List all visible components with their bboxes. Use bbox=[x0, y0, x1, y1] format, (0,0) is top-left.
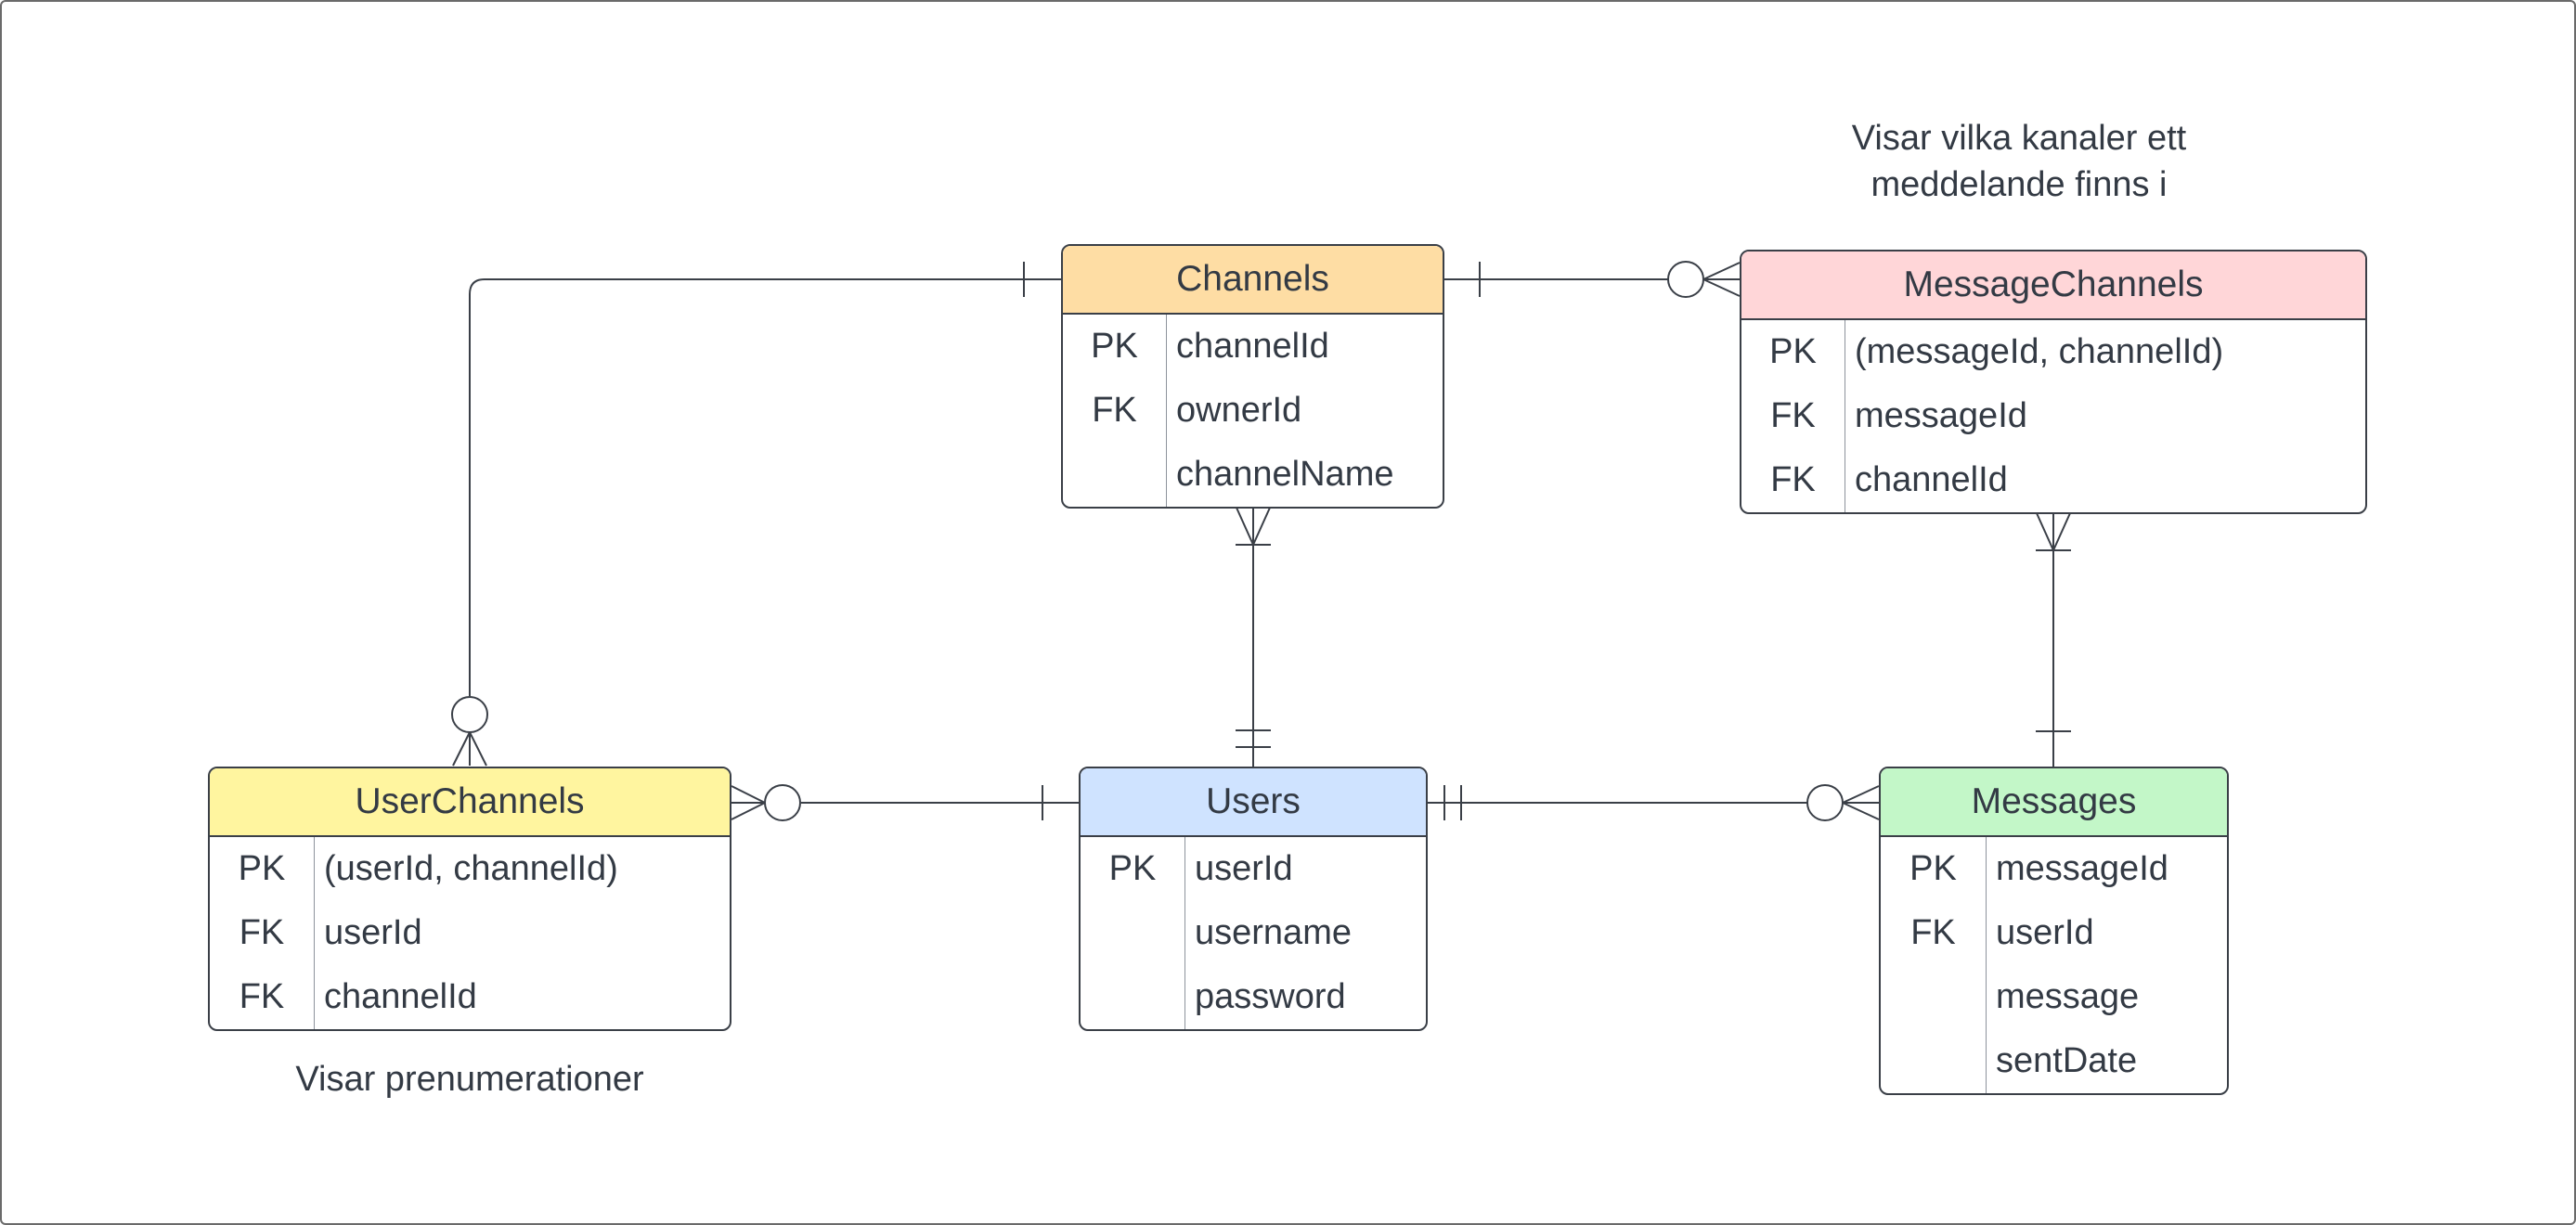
relation-channels-messagechannels bbox=[1443, 261, 1741, 298]
relation-users-channels bbox=[1236, 507, 1271, 767]
key-label: FK bbox=[1770, 396, 1816, 435]
attribute-name: password bbox=[1195, 977, 1346, 1016]
attribute-name: messageId bbox=[1855, 396, 2027, 435]
attribute-name: ownerId bbox=[1176, 391, 1302, 430]
attribute-name: (messageId, channelId) bbox=[1855, 332, 2224, 371]
attribute-row: FK channelId bbox=[1741, 448, 2365, 512]
entity-message-channels[interactable]: MessageChannels PK (messageId, channelId… bbox=[1740, 250, 2367, 514]
attribute-row: FK channelId bbox=[210, 965, 730, 1029]
key-label: FK bbox=[1770, 460, 1816, 499]
attribute-list: PK messageId FK userId message sentDate bbox=[1881, 837, 2227, 1093]
attribute-name: sentDate bbox=[1996, 1041, 2138, 1080]
entity-users[interactable]: Users PK userId username password bbox=[1079, 767, 1428, 1031]
attribute-name: channelName bbox=[1176, 455, 1394, 494]
key-label: FK bbox=[1092, 391, 1137, 430]
key-label: PK bbox=[238, 849, 286, 888]
attribute-list: PK channelId FK ownerId channelName bbox=[1063, 315, 1443, 507]
attribute-name: userId bbox=[1996, 913, 2094, 952]
attribute-name: channelId bbox=[1855, 460, 2008, 499]
key-label: FK bbox=[239, 913, 285, 952]
attribute-list: PK userId username password bbox=[1081, 837, 1426, 1029]
relation-messages-messagechannels bbox=[2036, 512, 2071, 767]
entity-title: UserChannels bbox=[210, 768, 730, 837]
attribute-row: FK messageId bbox=[1741, 384, 2365, 448]
attribute-row: channelName bbox=[1063, 443, 1443, 507]
attribute-name: message bbox=[1996, 977, 2140, 1016]
attribute-name: userId bbox=[324, 913, 422, 952]
attribute-list: PK (userId, channelId) FK userId FK chan… bbox=[210, 837, 730, 1029]
key-label: FK bbox=[239, 977, 285, 1016]
entity-title: Channels bbox=[1063, 246, 1443, 315]
attribute-row: PK channelId bbox=[1063, 315, 1443, 379]
attribute-row: sentDate bbox=[1881, 1029, 2227, 1093]
attribute-row: username bbox=[1081, 901, 1426, 965]
attribute-name: messageId bbox=[1996, 849, 2168, 888]
attribute-row: FK userId bbox=[1881, 901, 2227, 965]
entity-title: Users bbox=[1081, 768, 1426, 837]
attribute-row: PK (messageId, channelId) bbox=[1741, 320, 2365, 384]
key-label: PK bbox=[1909, 849, 1957, 888]
entity-user-channels[interactable]: UserChannels PK (userId, channelId) FK u… bbox=[208, 767, 731, 1031]
note-user-channels: Visar prenumerationer bbox=[295, 1060, 644, 1099]
attribute-row: PK userId bbox=[1081, 837, 1426, 901]
entity-title: Messages bbox=[1881, 768, 2227, 837]
entity-messages[interactable]: Messages PK messageId FK userId message … bbox=[1879, 767, 2229, 1095]
attribute-name: channelId bbox=[1176, 327, 1329, 366]
relation-channels-userchannels bbox=[451, 262, 1061, 767]
key-label: PK bbox=[1091, 327, 1138, 366]
attribute-name: username bbox=[1195, 913, 1352, 952]
attribute-row: password bbox=[1081, 965, 1426, 1029]
attribute-name: (userId, channelId) bbox=[324, 849, 618, 888]
attribute-name: channelId bbox=[324, 977, 477, 1016]
attribute-row: FK userId bbox=[210, 901, 730, 965]
attribute-row: FK ownerId bbox=[1063, 379, 1443, 443]
relation-users-messages bbox=[1427, 784, 1880, 821]
attribute-row: PK (userId, channelId) bbox=[210, 837, 730, 901]
attribute-list: PK (messageId, channelId) FK messageId F… bbox=[1741, 320, 2365, 512]
entity-title: MessageChannels bbox=[1741, 251, 2365, 320]
note-line: Visar vilka kanaler ett bbox=[1851, 119, 2187, 158]
relation-users-userchannels bbox=[731, 784, 1080, 821]
key-label: FK bbox=[1910, 913, 1956, 952]
attribute-name: userId bbox=[1195, 849, 1293, 888]
attribute-row: message bbox=[1881, 965, 2227, 1029]
note-message-channels: Visar vilka kanaler ett meddelande finns… bbox=[1717, 115, 2321, 208]
key-label: PK bbox=[1769, 332, 1817, 371]
entity-channels[interactable]: Channels PK channelId FK ownerId channel… bbox=[1061, 244, 1444, 509]
attribute-row: PK messageId bbox=[1881, 837, 2227, 901]
note-line: meddelande finns i bbox=[1871, 165, 2168, 204]
key-label: PK bbox=[1108, 849, 1157, 888]
